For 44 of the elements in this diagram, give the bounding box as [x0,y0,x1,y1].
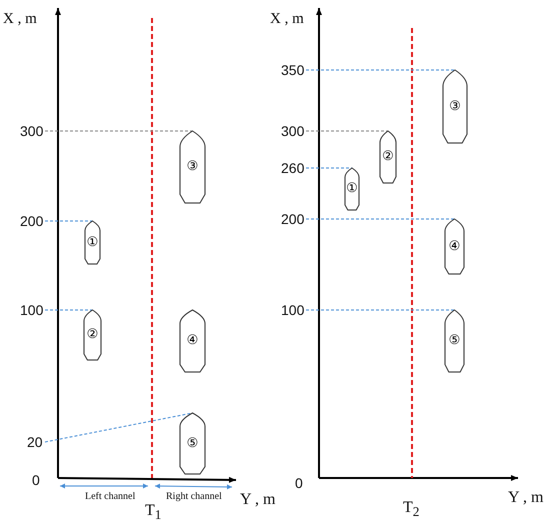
tick-label: 200 [281,212,304,226]
tick-label: 100 [20,303,44,317]
channel-label: Left channel [85,492,136,502]
tick-label: 100 [281,303,304,317]
ship-number: ③ [448,100,462,112]
tick-label: 200 [20,214,44,228]
guide-line [44,130,193,132]
ship-number: ⑤ [186,436,200,450]
axis-title: Y , m [508,490,544,506]
ship-outline [445,219,464,274]
guide-line [44,412,193,442]
guide-line [306,130,388,132]
ship-number: ② [381,150,395,163]
axis-title: X , m [270,12,304,27]
tick-label: 300 [281,124,304,138]
ship-outline [380,131,396,183]
ship-number: ① [86,236,100,248]
ship-outline [180,131,205,203]
ship-outline [345,168,359,210]
ship-number: ① [345,182,359,195]
axis-title: X , m [3,12,37,27]
guide-line [306,218,455,220]
ship-number: ⑤ [448,334,462,347]
tick-label: 350 [281,63,304,77]
tick-label: 0 [295,476,303,490]
panel-label: T$_{2}$ [403,500,420,519]
tick-label: 260 [281,161,304,175]
tick-label: 300 [20,124,44,138]
tick-label: 20 [27,435,43,449]
channel-label: Right channel [166,492,222,502]
ship-outline [84,310,101,360]
ship-outline [180,413,205,474]
ship-number: ④ [186,334,200,347]
axis-title: Y , m [240,492,276,508]
ship-number: ② [86,328,100,341]
panel-label: T$_{1}$ [145,503,162,522]
ship-outline [443,70,467,143]
tick-label: 0 [32,473,40,487]
ship-outline [85,221,100,264]
ship-number: ④ [448,240,462,252]
ship-outline [180,310,205,372]
ship-outline [445,310,464,372]
guide-line [44,220,93,222]
ship-number: ③ [186,160,200,173]
